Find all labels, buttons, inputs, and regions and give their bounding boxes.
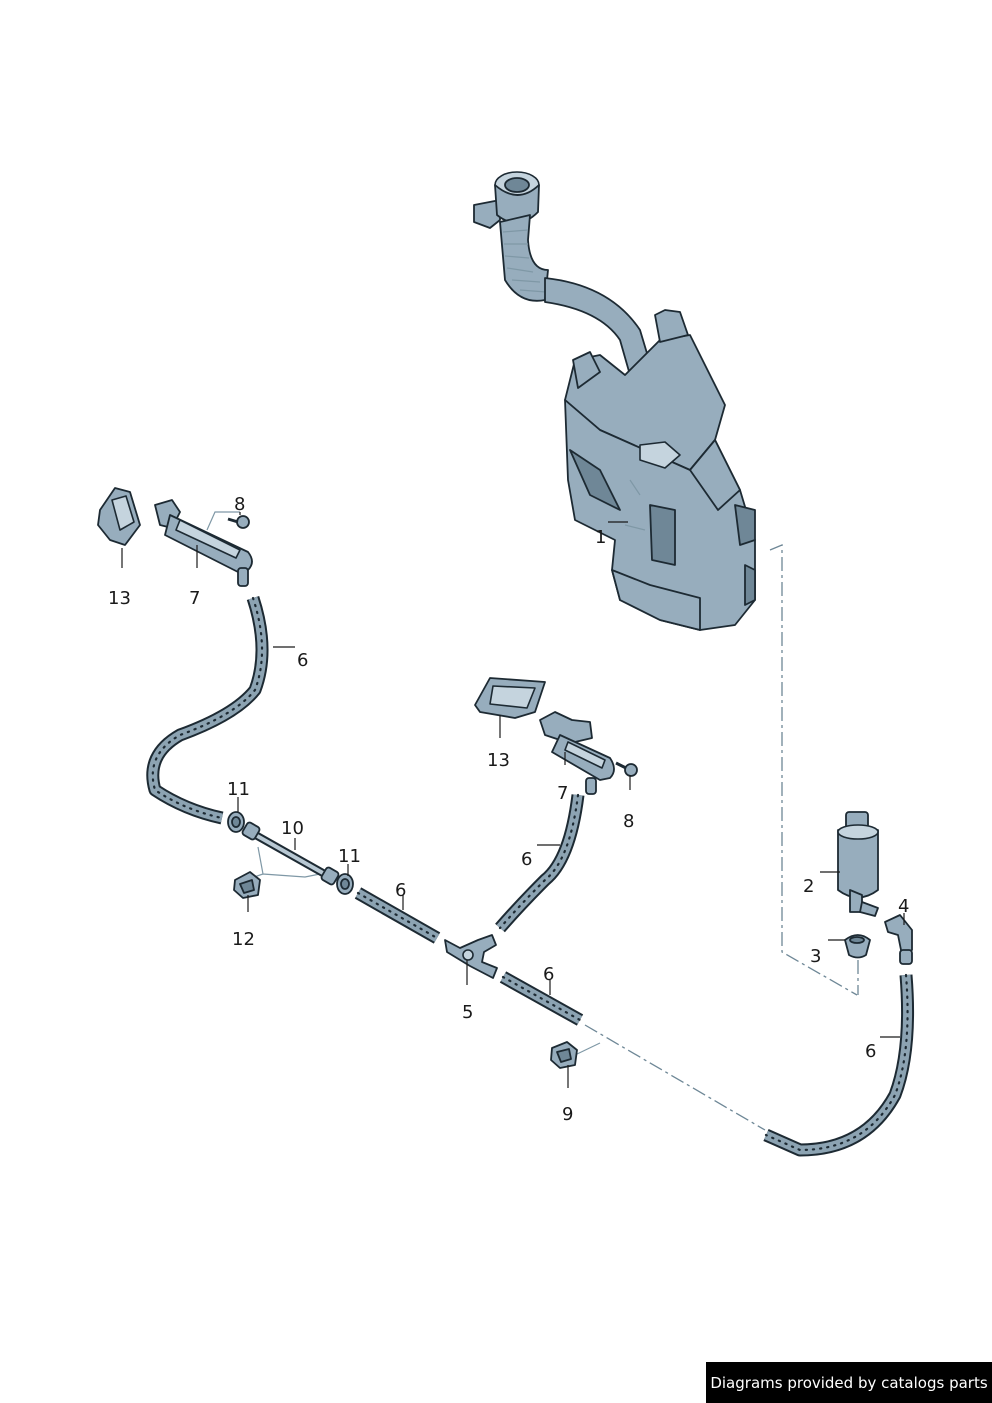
- washer-hoses: [146, 595, 915, 1157]
- callout-3: 3: [810, 946, 821, 967]
- callouts: 1 2 3 4 5 6 6 6 6 6 7 7 8 8 9 10 11 11 1…: [108, 494, 909, 1125]
- callout-5: 5: [462, 1002, 473, 1023]
- callout-2: 2: [803, 876, 814, 897]
- washer-fluid-reservoir: [473, 171, 756, 631]
- leader-lines: [121, 512, 905, 1088]
- callout-12: 12: [232, 929, 255, 950]
- callout-1: 1: [595, 527, 606, 548]
- callout-7a: 7: [189, 588, 200, 609]
- callout-7b: 7: [557, 783, 568, 804]
- callout-8b: 8: [623, 811, 634, 832]
- callout-6b: 6: [521, 849, 532, 870]
- callout-11a: 11: [227, 779, 250, 800]
- washer-pump: [837, 811, 879, 917]
- callout-13a: 13: [108, 588, 131, 609]
- callout-6a: 6: [297, 650, 308, 671]
- hose-holders: [233, 871, 578, 1069]
- nozzle-covers: [97, 487, 546, 719]
- callout-4: 4: [898, 896, 909, 917]
- callout-9: 9: [562, 1104, 573, 1125]
- callout-8a: 8: [234, 494, 245, 515]
- callout-6d: 6: [543, 964, 554, 985]
- callout-6e: 6: [865, 1041, 876, 1062]
- connecting-pipe: [241, 821, 340, 886]
- callout-11b: 11: [338, 846, 361, 867]
- washer-nozzles: [154, 499, 615, 795]
- elbow-connector: [884, 914, 913, 965]
- t-piece: [444, 934, 498, 979]
- catalog-watermark: Diagrams provided by catalogs parts: [706, 1362, 992, 1403]
- callout-10: 10: [281, 818, 304, 839]
- hose-couplings: [227, 811, 354, 895]
- screws: [227, 515, 638, 777]
- callout-13b: 13: [487, 750, 510, 771]
- pump-grommet: [844, 934, 871, 959]
- callout-6c: 6: [395, 880, 406, 901]
- reference-lines: [206, 511, 859, 1131]
